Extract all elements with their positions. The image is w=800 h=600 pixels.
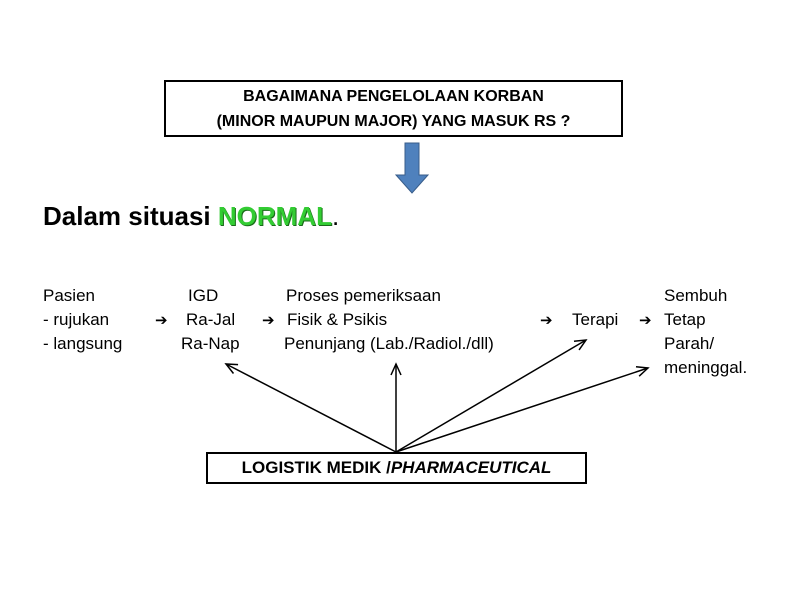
down-arrow: [394, 142, 430, 194]
question-line-2: (MINOR MAUPUN MAJOR) YANG MASUK RS ?: [216, 112, 571, 130]
arrow-to-igd: [224, 363, 397, 453]
outcome-sembuh: Sembuh: [664, 286, 728, 305]
heading-prefix: Dalam situasi: [43, 201, 218, 231]
heading: Dalam situasi NORMAL.: [43, 201, 339, 232]
pasien-rujukan: - rujukan: [43, 310, 110, 329]
logistik-label: LOGISTIK MEDIK /: [241, 458, 391, 477]
flow-arrow-2: ➔: [262, 311, 275, 329]
outcome-tetap: Tetap: [664, 310, 706, 329]
flow-arrow-1: ➔: [155, 311, 168, 329]
proses-penunjang: Penunjang (Lab./Radiol./dll): [284, 334, 494, 353]
proses-title: Proses pemeriksaan: [286, 286, 441, 305]
logistik-box: LOGISTIK MEDIK /PHARMACEUTICAL: [206, 452, 587, 484]
heading-suffix: .: [331, 201, 340, 231]
outcome-column: Sembuh Tetap Parah/ meninggal.: [664, 284, 747, 380]
igd-rajal: Ra-Jal: [186, 310, 236, 329]
flow-arrow-4: ➔: [639, 311, 652, 329]
outcome-parah: Parah/: [664, 334, 715, 353]
terapi-label: Terapi: [572, 310, 619, 329]
question-line-1: BAGAIMANA PENGELOLAAN KORBAN: [243, 87, 544, 105]
proses-fisik: Fisik & Psikis: [287, 310, 388, 329]
outcome-meninggal: meninggal.: [664, 358, 748, 377]
heading-highlight: NORMAL: [217, 201, 332, 231]
igd-title: IGD: [188, 286, 219, 305]
logistik-italic-label: PHARMACEUTICAL: [390, 458, 552, 477]
pasien-title: Pasien: [43, 286, 95, 305]
question-box: BAGAIMANA PENGELOLAAN KORBAN (MINOR MAUP…: [164, 80, 623, 137]
flow-arrow-3: ➔: [540, 311, 553, 329]
igd-ranap: Ra-Nap: [181, 334, 240, 353]
arrow-to-terapi: [395, 339, 588, 453]
pasien-column: Pasien - rujukan - langsung: [43, 284, 122, 356]
arrow-to-outcome: [395, 365, 650, 453]
pasien-langsung: - langsung: [43, 334, 123, 353]
